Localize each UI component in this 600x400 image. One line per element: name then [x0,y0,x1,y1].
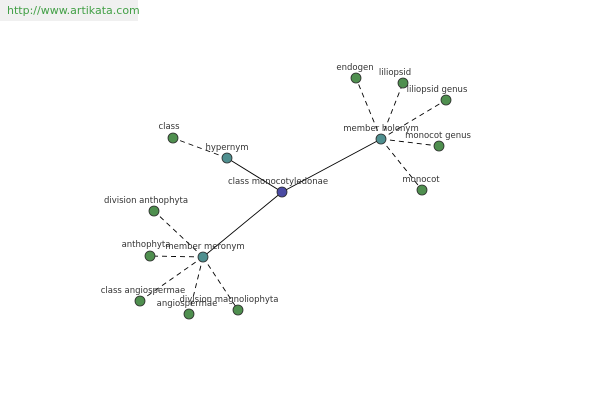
edge-root-hypernym [226,157,283,193]
node-angiospermae[interactable] [183,308,195,320]
node-anthophyta[interactable] [144,250,156,262]
edge-member-holonym-endogen [355,77,382,140]
node-liliopsid[interactable] [397,77,409,89]
graph-edges [139,77,447,315]
label-liliopsid: liliopsid [379,68,411,78]
label-class: class [158,122,180,132]
node-class[interactable] [167,132,179,144]
node-monocot-genus[interactable] [433,140,445,152]
label-division-anthophyta: division anthophyta [104,196,188,206]
edge-member-meronym-division-anthophyta [153,210,204,258]
label-monocot-genus: monocot genus [405,131,471,141]
label-division-magnoliophyta: division magnoliophyta [180,295,279,305]
graph-nodes [134,72,452,320]
edge-hypernym-class [172,137,228,159]
label-endogen: endogen [336,63,373,73]
label-angiospermae: angiospermae [157,299,218,309]
edge-root-member-holonym [281,138,382,193]
node-monocot[interactable] [416,184,428,196]
label-hypernym: hypernym [205,143,248,153]
edge-member-holonym-liliopsid [380,82,404,140]
edge-member-meronym-anthophyta [149,255,204,258]
edge-root-member-meronym [202,191,283,258]
header-bar: http://www.artikata.com [0,0,140,21]
label-liliopsid-genus: liliopsid genus [407,85,468,95]
node-member-holonym[interactable] [375,133,387,145]
site-link[interactable]: http://www.artikata.com [7,4,140,17]
node-division-magnoliophyta[interactable] [232,304,244,316]
node-division-anthophyta[interactable] [148,205,160,217]
edge-member-holonym-monocot-genus [380,138,440,147]
node-endogen[interactable] [350,72,362,84]
edge-member-meronym-division-magnoliophyta [202,256,239,311]
label-monocot: monocot [402,175,440,185]
graph-labels: class hypernym endogen liliopsid liliopsid g… [101,63,472,309]
label-anthophyta: anthophyta [122,240,171,250]
node-class-angiospermae[interactable] [134,295,146,307]
node-member-meronym[interactable] [197,251,209,263]
label-member-meronym: member meronym [165,242,244,252]
edge-member-meronym-class-angiospermae [139,256,204,302]
label-class-angiospermae: class angiospermae [101,286,185,296]
edge-member-holonym-monocot [380,138,423,191]
label-member-holonym: member holonym [343,124,418,134]
node-root-class-monocotyledonae[interactable] [276,186,288,198]
label-root-class-monocotyledonae: class monocotyledonae [228,177,328,187]
edge-member-holonym-liliopsid-genus [380,99,447,140]
node-liliopsid-genus[interactable] [440,94,452,106]
edge-member-meronym-angiospermae [188,256,204,315]
node-hypernym[interactable] [221,152,233,164]
